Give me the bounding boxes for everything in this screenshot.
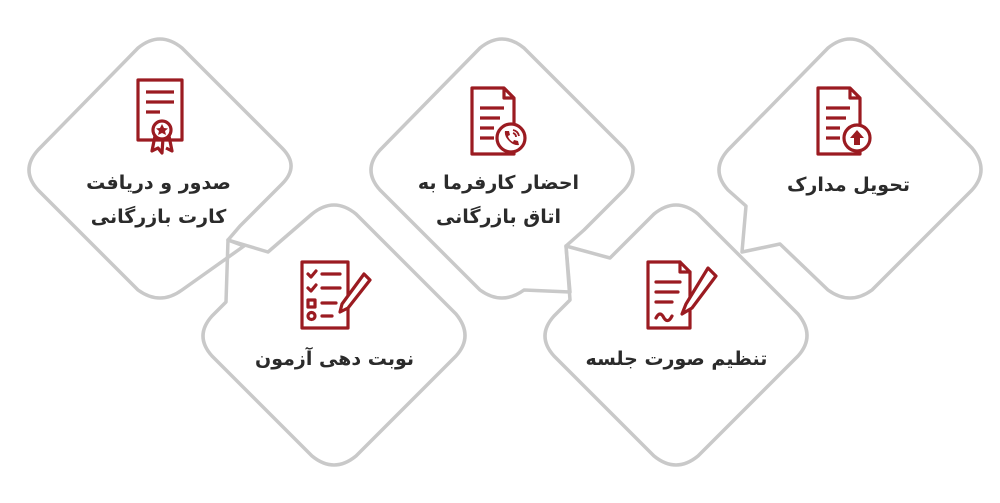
step-appointment: نوبت دهی آزمون [255,342,414,370]
frame-minutes [543,203,809,467]
step-minutes: تنظیم صورت جلسه [586,342,768,370]
certificate-icon [136,78,184,155]
step-summon: احضار کارفرما به اتاق بازرگانی [418,166,579,228]
step-card: صدور و دریافت کارت بازرگانی [86,166,231,228]
step-card-label: صدور و دریافت کارت بازرگانی [86,172,231,228]
document-phone-icon [470,86,527,156]
document-sign-icon [646,260,718,330]
checklist-pen-icon [300,260,372,330]
step-delivery: تحویل مدارک [787,168,910,196]
frame-delivery [717,37,983,300]
step-minutes-label: تنظیم صورت جلسه [585,348,768,370]
frame-appointment [201,203,467,467]
step-appointment-label: نوبت دهی آزمون [254,348,414,370]
step-summon-label: احضار کارفرما به اتاق بازرگانی [417,172,580,228]
document-upload-icon [816,86,872,156]
step-delivery-label: تحویل مدارک [786,174,911,196]
